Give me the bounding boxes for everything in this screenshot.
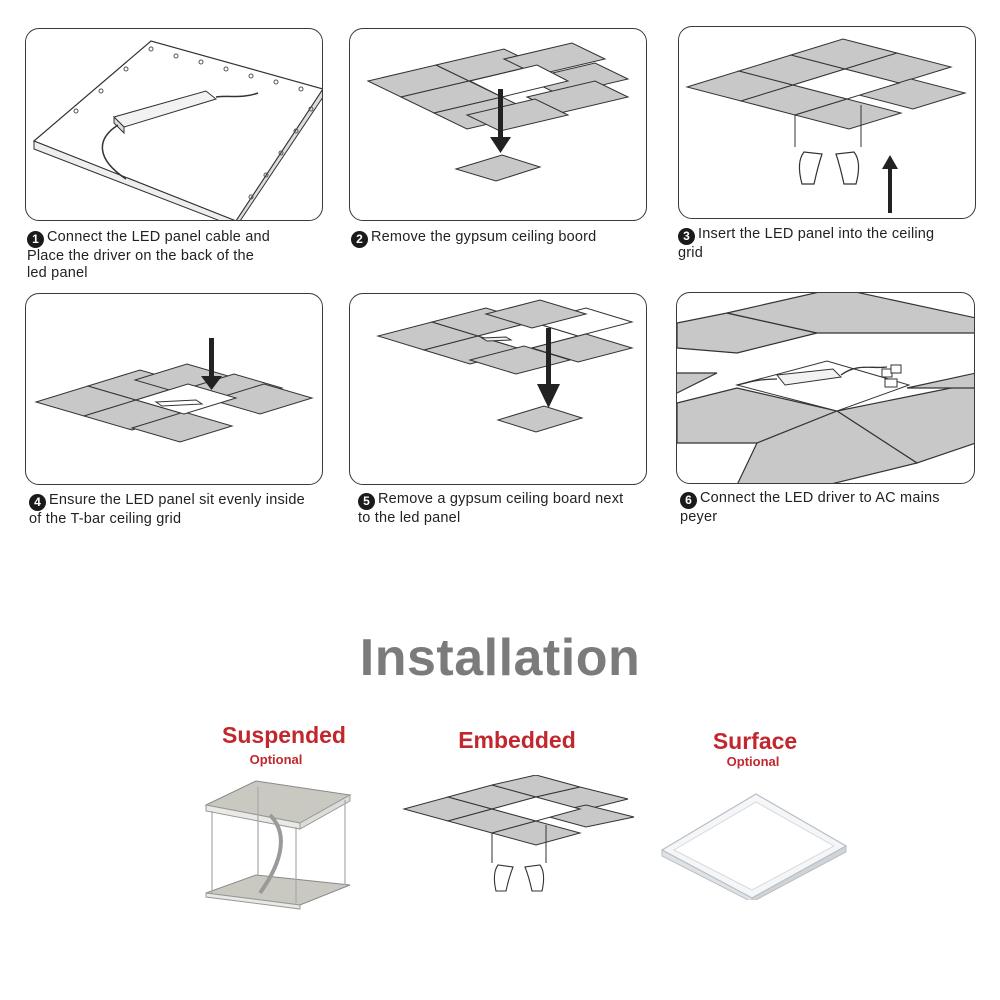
step-6-illustration — [676, 292, 975, 484]
option-title-surface: Surface — [712, 728, 798, 754]
option-subtitle-suspended: Optional — [249, 752, 303, 767]
installation-title: Installation — [359, 629, 641, 687]
step-5-illustration — [349, 293, 647, 485]
option-title-embedded: Embedded — [458, 727, 576, 753]
step-number-badge: 1 — [27, 231, 44, 248]
step-1-illustration — [25, 28, 323, 221]
surface-panel-icon — [660, 793, 848, 900]
suspended-panel-icon — [204, 780, 352, 910]
step-number-badge: 5 — [358, 493, 375, 510]
step-number-badge: 4 — [29, 494, 46, 511]
panel-in-grid-icon — [34, 338, 314, 443]
step-text: Connect the LED panel cable and Place th… — [27, 229, 271, 281]
hands-inserting-panel-icon — [685, 38, 967, 213]
step-text: Remove the gypsum ceiling boord — [371, 229, 597, 245]
option-subtitle-surface: Optional — [726, 754, 780, 769]
led-panel-back-icon — [32, 40, 322, 220]
ceiling-tile-removed-icon — [366, 42, 630, 182]
step-text: Ensure the LED panel sit evenly inside o… — [29, 492, 305, 527]
step-text: Insert the LED panel into the ceiling gr… — [678, 226, 935, 261]
step-number-badge: 3 — [678, 228, 695, 245]
embedded-panel-icon — [402, 775, 635, 892]
step-text: Remove a gypsum ceiling board next to th… — [358, 491, 624, 526]
step-number-badge: 6 — [680, 492, 697, 509]
step-text: Connect the LED driver to AC mains peyer — [680, 490, 940, 525]
driver-connected-mains-icon — [677, 293, 974, 483]
step-2-illustration — [349, 28, 647, 221]
option-title-suspended: Suspended — [222, 722, 346, 748]
adjacent-tile-removed-icon — [376, 299, 634, 433]
step-4-illustration — [25, 293, 323, 485]
step-3-illustration — [678, 26, 976, 219]
step-number-badge: 2 — [351, 231, 368, 248]
